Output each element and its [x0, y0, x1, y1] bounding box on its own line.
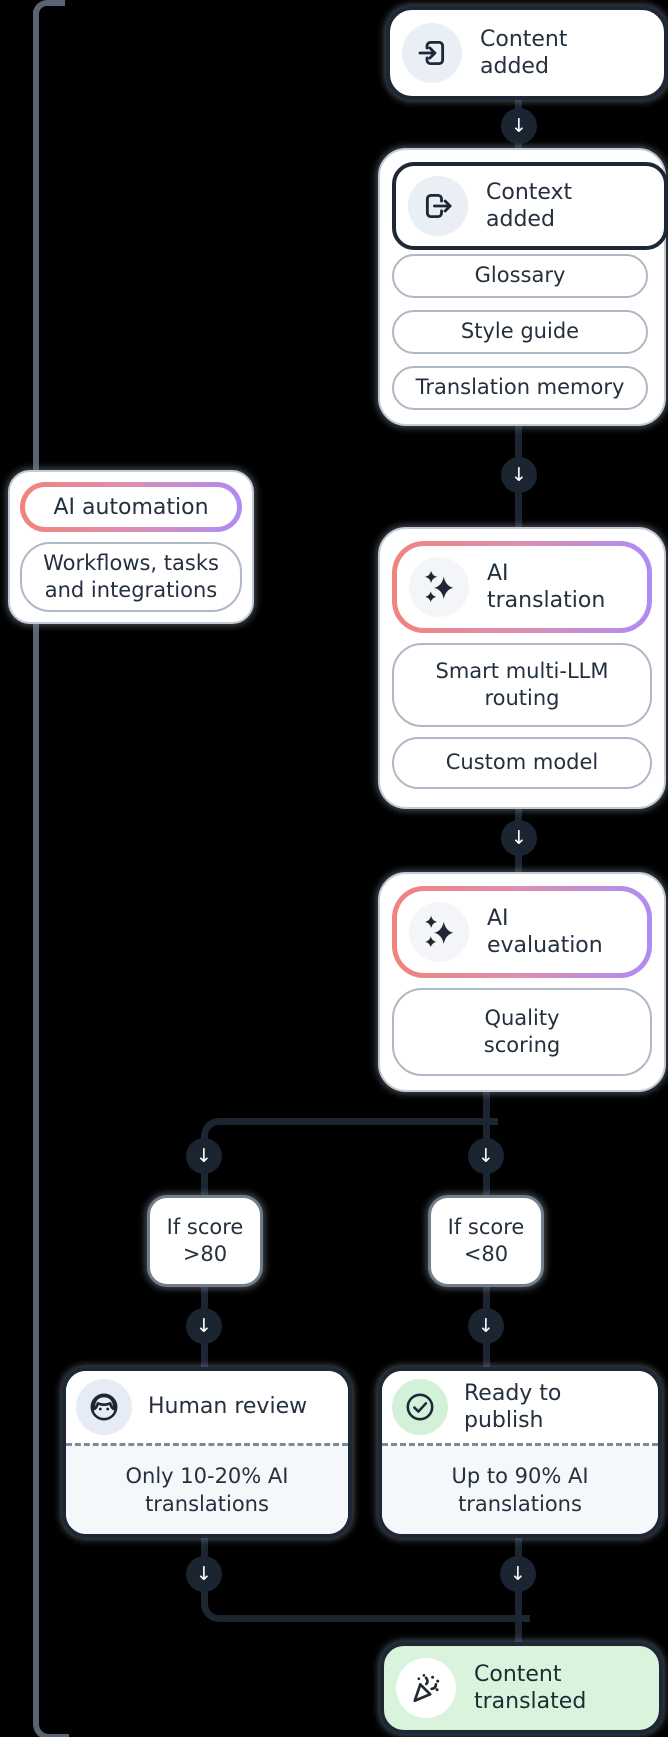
ai-evaluation-header: AI evaluation: [392, 886, 652, 978]
arrow-down-icon: ↓: [511, 826, 527, 849]
arrow-down-badge: ↓: [501, 457, 537, 493]
node-label: AI translation: [487, 560, 606, 614]
feeder-line: [33, 10, 39, 1704]
ai-translation-header: AI translation: [392, 541, 652, 633]
node-human-review: Human review Only 10-20% AI translations: [62, 1367, 352, 1538]
face-icon: [76, 1379, 132, 1435]
arrow-down-badge: ↓: [186, 1138, 222, 1174]
node-ai-automation: AI automation Workflows, tasks and integ…: [8, 470, 254, 624]
node-ai-evaluation: AI evaluation Quality scoring: [378, 872, 666, 1092]
ai-automation-description-pill: Workflows, tasks and integrations: [20, 542, 242, 612]
node-content-translated: Content translated: [380, 1642, 663, 1734]
ai-automation-title-pill: AI automation: [20, 482, 242, 532]
node-label: Human review: [148, 1394, 308, 1420]
sparkles-icon: [409, 902, 469, 962]
merge-left-elbow: [201, 1536, 530, 1622]
node-label: AI automation: [53, 494, 209, 520]
arrow-down-badge: ↓: [186, 1308, 222, 1344]
item-label: Quality scoring: [483, 1005, 561, 1057]
node-label: Ready to publish: [464, 1380, 562, 1434]
sparkles-icon: [409, 557, 469, 617]
condition-label: If score >80: [166, 1214, 244, 1266]
item-label: Smart multi-LLM routing: [435, 658, 609, 710]
dashed-divider: [66, 1443, 348, 1446]
context-item-style-guide: Style guide: [392, 310, 648, 354]
arrow-down-icon: ↓: [478, 1314, 494, 1337]
node-label: Content added: [480, 26, 568, 80]
arrow-down-badge: ↓: [468, 1308, 504, 1344]
node-ready-to-publish: Ready to publish Up to 90% AI translatio…: [378, 1367, 662, 1538]
node-if-score-high: If score >80: [147, 1195, 263, 1287]
party-popper-icon: [396, 1658, 456, 1718]
check-circle-icon: [392, 1379, 448, 1435]
feeder-line-bottom-corner: [33, 1698, 69, 1737]
arrow-down-badge: ↓: [468, 1138, 504, 1174]
node-content-added: Content added: [386, 6, 668, 100]
arrow-down-icon: ↓: [196, 1314, 212, 1337]
arrow-down-icon: ↓: [511, 463, 527, 486]
note-text: Only 10-20% AI translations: [125, 1463, 289, 1516]
dashed-divider: [382, 1443, 658, 1446]
branch-left-elbow: [201, 1118, 498, 1202]
arrow-down-icon: ↓: [196, 1144, 212, 1167]
arrow-down-icon: ↓: [510, 1562, 526, 1585]
arrow-down-icon: ↓: [196, 1562, 212, 1585]
node-ai-translation: AI translation Smart multi-LLM routing C…: [378, 527, 666, 809]
context-item-translation-memory: Translation memory: [392, 366, 648, 410]
node-description: Workflows, tasks and integrations: [43, 550, 219, 602]
note-text: Up to 90% AI translations: [451, 1463, 589, 1516]
translation-item-custom-model: Custom model: [392, 737, 652, 789]
arrow-down-icon: ↓: [511, 114, 527, 137]
arrow-down-badge: ↓: [501, 108, 537, 144]
node-label: Context added: [486, 179, 573, 233]
node-note: Only 10-20% AI translations: [66, 1446, 348, 1534]
condition-label: If score <80: [447, 1214, 525, 1266]
node-label: AI evaluation: [487, 905, 603, 959]
node-note: Up to 90% AI translations: [382, 1446, 658, 1534]
arrow-down-icon: ↓: [478, 1144, 494, 1167]
arrow-down-badge: ↓: [500, 1556, 536, 1592]
arrow-down-badge: ↓: [186, 1556, 222, 1592]
node-context-added: Context added Glossary Style guide Trans…: [378, 148, 668, 426]
context-item-glossary: Glossary: [392, 254, 648, 298]
node-label: Content translated: [474, 1661, 587, 1715]
evaluation-item-quality-scoring: Quality scoring: [392, 988, 652, 1076]
arrow-down-badge: ↓: [501, 820, 537, 856]
translation-item-routing: Smart multi-LLM routing: [392, 643, 652, 727]
exit-icon: [408, 176, 468, 236]
context-added-header: Context added: [392, 162, 668, 250]
enter-icon: [402, 23, 462, 83]
node-if-score-low: If score <80: [428, 1195, 544, 1287]
